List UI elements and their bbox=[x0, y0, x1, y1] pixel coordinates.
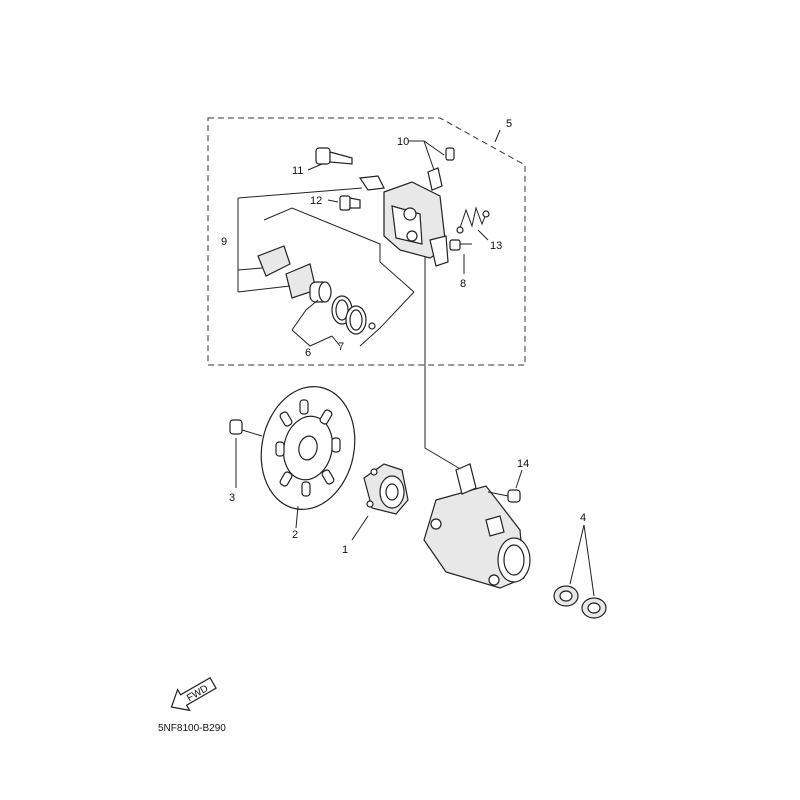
collar-right bbox=[581, 597, 607, 619]
caliper-piston bbox=[309, 281, 332, 303]
diagram-code: 5NF8100-B290 bbox=[158, 723, 226, 734]
caliper-bracket bbox=[423, 463, 531, 589]
bleed-screw bbox=[427, 147, 455, 191]
callout-9: 9 bbox=[221, 236, 227, 248]
collar-left bbox=[553, 585, 579, 607]
callout-7: 7 bbox=[338, 341, 344, 353]
callout-14: 14 bbox=[517, 458, 529, 470]
callout-6: 6 bbox=[305, 347, 311, 359]
fwd-label: FWD bbox=[185, 683, 210, 704]
callout-12: 12 bbox=[310, 195, 322, 207]
brake-disc bbox=[260, 386, 356, 510]
caliper-bolt-8 bbox=[449, 239, 472, 251]
callout-5: 5 bbox=[506, 118, 512, 130]
pad-spring bbox=[456, 206, 490, 234]
callout-13: 13 bbox=[490, 240, 502, 252]
assembly-group-boundary bbox=[207, 117, 526, 366]
callout-3: 3 bbox=[229, 492, 235, 504]
callout-1: 1 bbox=[342, 544, 348, 556]
brake-pad-left bbox=[257, 245, 291, 277]
brake-caliper bbox=[358, 175, 449, 267]
callout-2: 2 bbox=[292, 529, 298, 541]
callout-8: 8 bbox=[460, 278, 466, 290]
brake-hub bbox=[363, 463, 409, 515]
fwd-arrow-icon: FWD bbox=[170, 676, 217, 712]
bracket-bolt bbox=[487, 489, 521, 503]
callout-10: 10 bbox=[397, 136, 409, 148]
caliper-pin bbox=[339, 195, 361, 211]
callout-4: 4 bbox=[580, 512, 586, 524]
piston-seal-inner bbox=[345, 305, 367, 335]
callout-11: 11 bbox=[292, 165, 303, 177]
caliper-to-bracket-leader bbox=[424, 255, 463, 471]
pin-bolt bbox=[315, 147, 353, 165]
disc-bolt bbox=[229, 419, 263, 437]
